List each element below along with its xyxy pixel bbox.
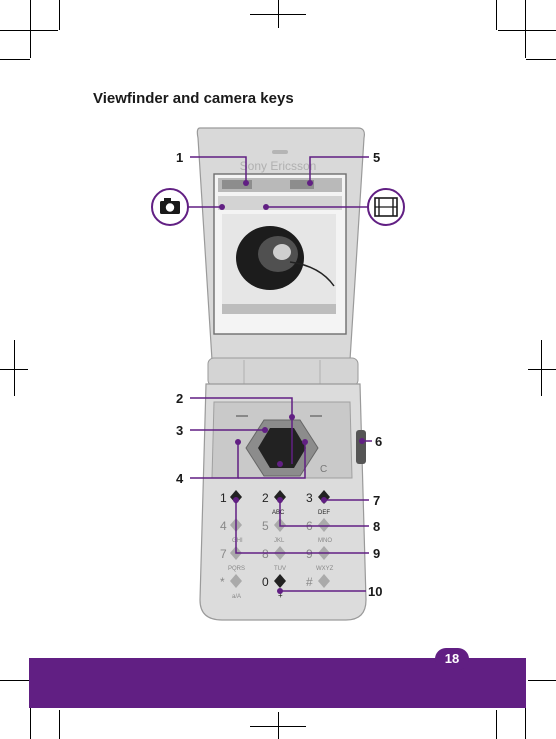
crop-mark — [0, 59, 30, 60]
callout-4: 4 — [176, 471, 184, 486]
svg-text:0: 0 — [262, 575, 269, 589]
clear-key-label: C — [320, 464, 327, 475]
svg-text:TUV: TUV — [274, 566, 286, 572]
svg-text:9: 9 — [306, 547, 313, 561]
crop-mark — [30, 682, 31, 739]
callout-lines — [187, 156, 372, 592]
key-0: 0 + — [262, 574, 286, 600]
crop-mark — [498, 30, 556, 31]
brand-text: Sony Ericsson — [240, 159, 317, 173]
crop-mark — [525, 682, 526, 739]
svg-text:5: 5 — [262, 519, 269, 533]
crop-mark — [528, 680, 556, 681]
callout-7: 7 — [373, 493, 381, 508]
svg-text:PQRS: PQRS — [228, 566, 245, 572]
svg-text:2: 2 — [262, 491, 269, 505]
svg-text:GHI: GHI — [232, 538, 243, 544]
svg-text:7: 7 — [220, 547, 227, 561]
crop-mark — [250, 726, 306, 727]
callout-8: 8 — [373, 519, 381, 534]
callout-10: 10 — [368, 584, 383, 599]
crop-mark — [278, 712, 279, 739]
crop-mark — [59, 710, 60, 739]
camera-icon — [151, 188, 189, 226]
keypad: 1 2 ABC 3 DEF 4 GHI 5 JKL 6 MNO — [220, 490, 334, 600]
crop-mark — [496, 0, 497, 30]
callout-2: 2 — [176, 391, 184, 406]
side-camera-key — [356, 430, 366, 464]
crop-mark — [0, 680, 30, 681]
callout-6: 6 — [375, 434, 383, 449]
crop-mark — [59, 0, 60, 30]
callout-5: 5 — [373, 150, 381, 165]
svg-text:JKL: JKL — [274, 538, 285, 544]
svg-text:a/A: a/A — [232, 594, 241, 600]
callout-3: 3 — [176, 423, 184, 438]
page-title: Viewfinder and camera keys — [93, 90, 294, 107]
svg-text:3: 3 — [306, 491, 313, 505]
callout-1: 1 — [176, 150, 184, 165]
svg-text:8: 8 — [262, 547, 269, 561]
svg-text:DEF: DEF — [318, 510, 330, 516]
callout-9: 9 — [373, 546, 381, 561]
svg-text:MNO: MNO — [318, 538, 332, 544]
crop-mark — [30, 0, 31, 58]
video-film-icon — [367, 188, 405, 226]
crop-mark — [528, 369, 556, 370]
page-number: 18 — [435, 648, 469, 670]
svg-text:+: + — [278, 591, 283, 600]
svg-text:ABC: ABC — [272, 510, 285, 516]
svg-text:#: # — [306, 575, 313, 589]
key-star: * a/A — [220, 574, 242, 600]
crop-mark — [250, 14, 306, 15]
crop-mark — [496, 710, 497, 739]
svg-text:*: * — [220, 575, 225, 589]
speaker-grille — [272, 150, 288, 154]
crop-mark — [541, 340, 542, 396]
key-hash: # — [306, 574, 330, 589]
crop-mark — [526, 59, 556, 60]
callout-dots — [219, 180, 365, 594]
crop-mark — [525, 0, 526, 58]
svg-text:4: 4 — [220, 519, 227, 533]
svg-text:WXYZ: WXYZ — [316, 566, 334, 572]
svg-text:1: 1 — [220, 491, 227, 505]
center-select-key — [258, 428, 306, 468]
crop-mark — [0, 30, 58, 31]
crop-mark — [14, 340, 15, 396]
